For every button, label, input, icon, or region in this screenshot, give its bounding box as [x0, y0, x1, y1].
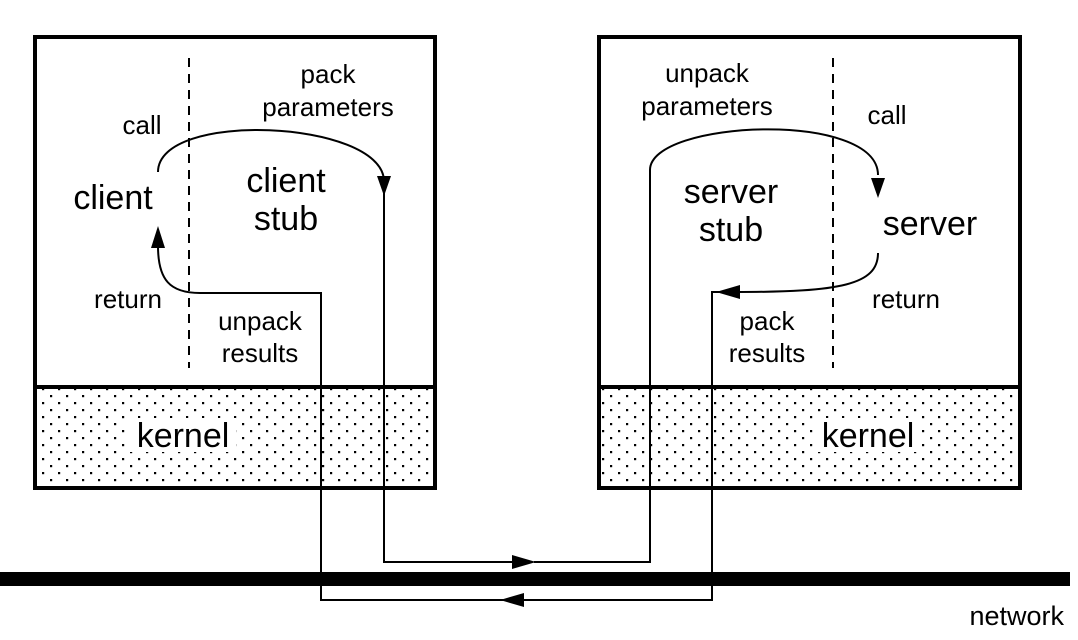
client-stub-label-line1: client — [246, 162, 326, 200]
client-call-arrowhead — [377, 176, 391, 196]
client-call-label: call — [122, 110, 161, 140]
client-kernel-label: kernel — [137, 417, 230, 455]
client-return-label: return — [94, 284, 162, 314]
server-kernel-label: kernel — [822, 417, 915, 455]
client-machine: client client stub call return pack para… — [33, 35, 437, 490]
server-call-arrowhead — [871, 178, 885, 198]
client-call-arc — [157, 129, 520, 563]
client-machine-frame — [33, 35, 437, 490]
server-label: server — [883, 205, 977, 243]
server-unpack-label-line2: parameters — [641, 91, 773, 121]
client-stub-label-line2: stub — [254, 200, 318, 238]
server-return-label: return — [872, 284, 940, 314]
client-pack-label-line1: pack — [301, 59, 357, 89]
client-unpack-label-line1: unpack — [218, 306, 303, 336]
server-unpack-label-line1: unpack — [665, 58, 750, 88]
network-bar — [0, 572, 1070, 586]
response-network-arrowhead — [500, 593, 524, 607]
client-pack-label-line2: parameters — [262, 92, 394, 122]
client-label: client — [73, 179, 153, 217]
server-pack-label-line1: pack — [740, 306, 796, 336]
server-pack-label-line2: results — [729, 338, 806, 368]
server-stub-label-line1: server — [684, 173, 778, 211]
request-path-to-server — [534, 128, 879, 563]
network-label: network — [969, 601, 1064, 631]
server-machine-frame — [597, 35, 1022, 490]
client-kernel-label-bg — [130, 418, 236, 452]
server-stub-label-line2: stub — [699, 211, 763, 249]
server-return-arrowhead — [716, 285, 740, 299]
server-kernel-label-bg — [814, 418, 922, 452]
server-call-label: call — [867, 100, 906, 130]
server-machine: server stub server call return unpack pa… — [597, 35, 1022, 490]
response-path-to-client — [157, 245, 504, 601]
client-unpack-label-line2: results — [222, 338, 299, 368]
request-network-arrowhead — [512, 555, 536, 569]
client-return-arrowhead — [151, 226, 165, 248]
server-kernel-area — [601, 387, 1018, 486]
